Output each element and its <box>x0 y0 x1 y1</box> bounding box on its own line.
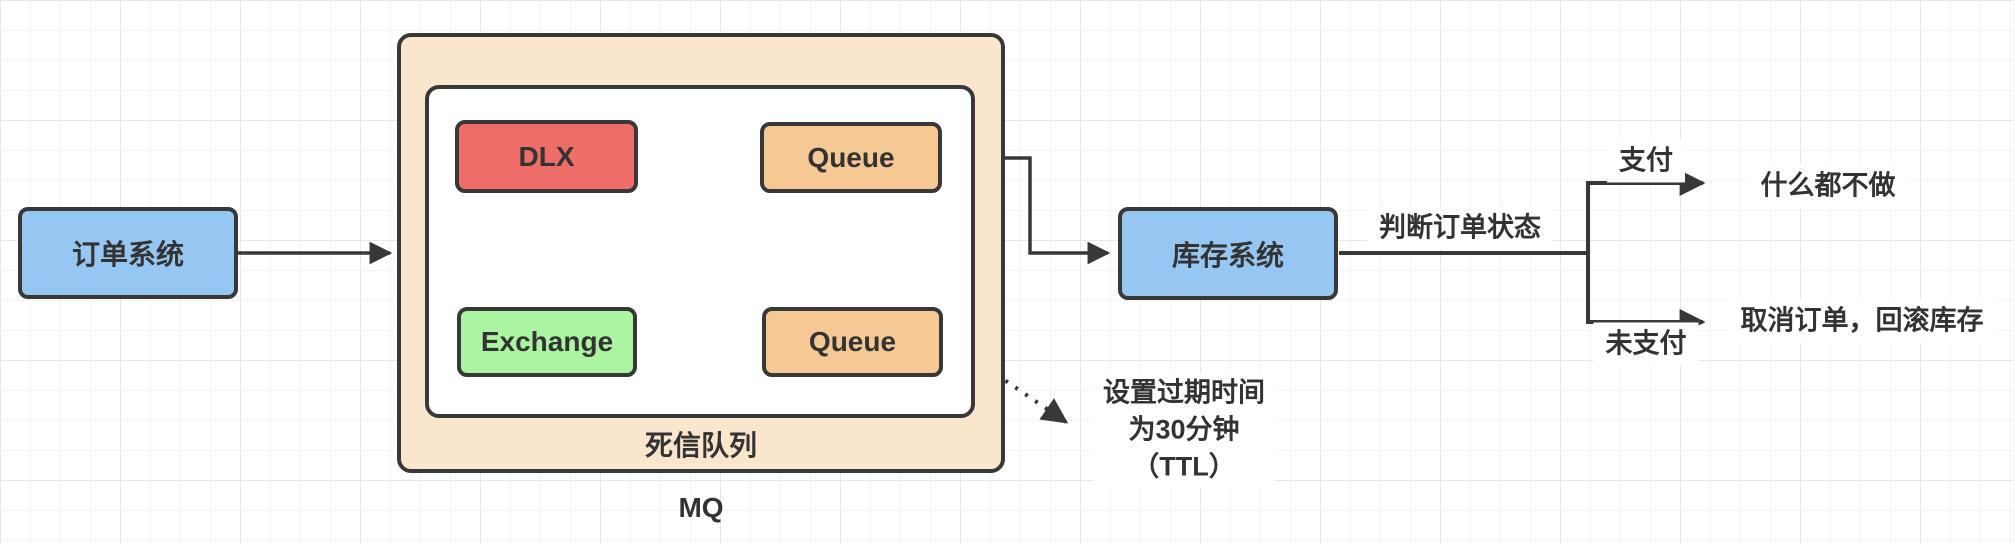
ttl-note-line2: 为30分钟 <box>1128 414 1240 445</box>
node-dlx[interactable]: DLX <box>455 120 638 193</box>
node-inventory-system[interactable]: 库存系统 <box>1118 207 1338 300</box>
paid-label: 支付 <box>1607 139 1685 183</box>
ttl-note-line3: （TTL） <box>1132 451 1236 482</box>
node-exchange-label: Exchange <box>480 326 614 357</box>
node-queue-top-label: Queue <box>807 141 895 173</box>
node-dlx-label: DLX <box>518 140 575 172</box>
dead-letter-container-label: 死信队列 <box>644 429 758 461</box>
node-order-system[interactable]: 订单系统 <box>18 207 238 299</box>
connector-branch-unpaid <box>1586 253 1706 335</box>
cancel-rollback-label: 取消订单，回滚库存 <box>1728 299 1996 343</box>
node-queue-bottom-label: Queue <box>808 326 897 357</box>
ttl-note: 设置过期时间 为30分钟 （TTL） <box>1093 372 1275 488</box>
unpaid-label: 未支付 <box>1593 322 1699 366</box>
do-nothing-label: 什么都不做 <box>1748 164 1908 208</box>
ttl-note-line1: 设置过期时间 <box>1103 377 1265 408</box>
node-exchange[interactable]: Exchange <box>457 307 637 377</box>
node-order-system-label: 订单系统 <box>71 239 184 270</box>
connector-branch-paid <box>1586 170 1706 253</box>
node-inventory-system-label: 库存系统 <box>1171 239 1284 271</box>
node-queue-top[interactable]: Queue <box>760 122 942 193</box>
node-queue-bottom[interactable]: Queue <box>762 307 943 377</box>
judge-status-label: 判断订单状态 <box>1367 206 1553 250</box>
mq-container-label: MQ <box>678 491 724 523</box>
